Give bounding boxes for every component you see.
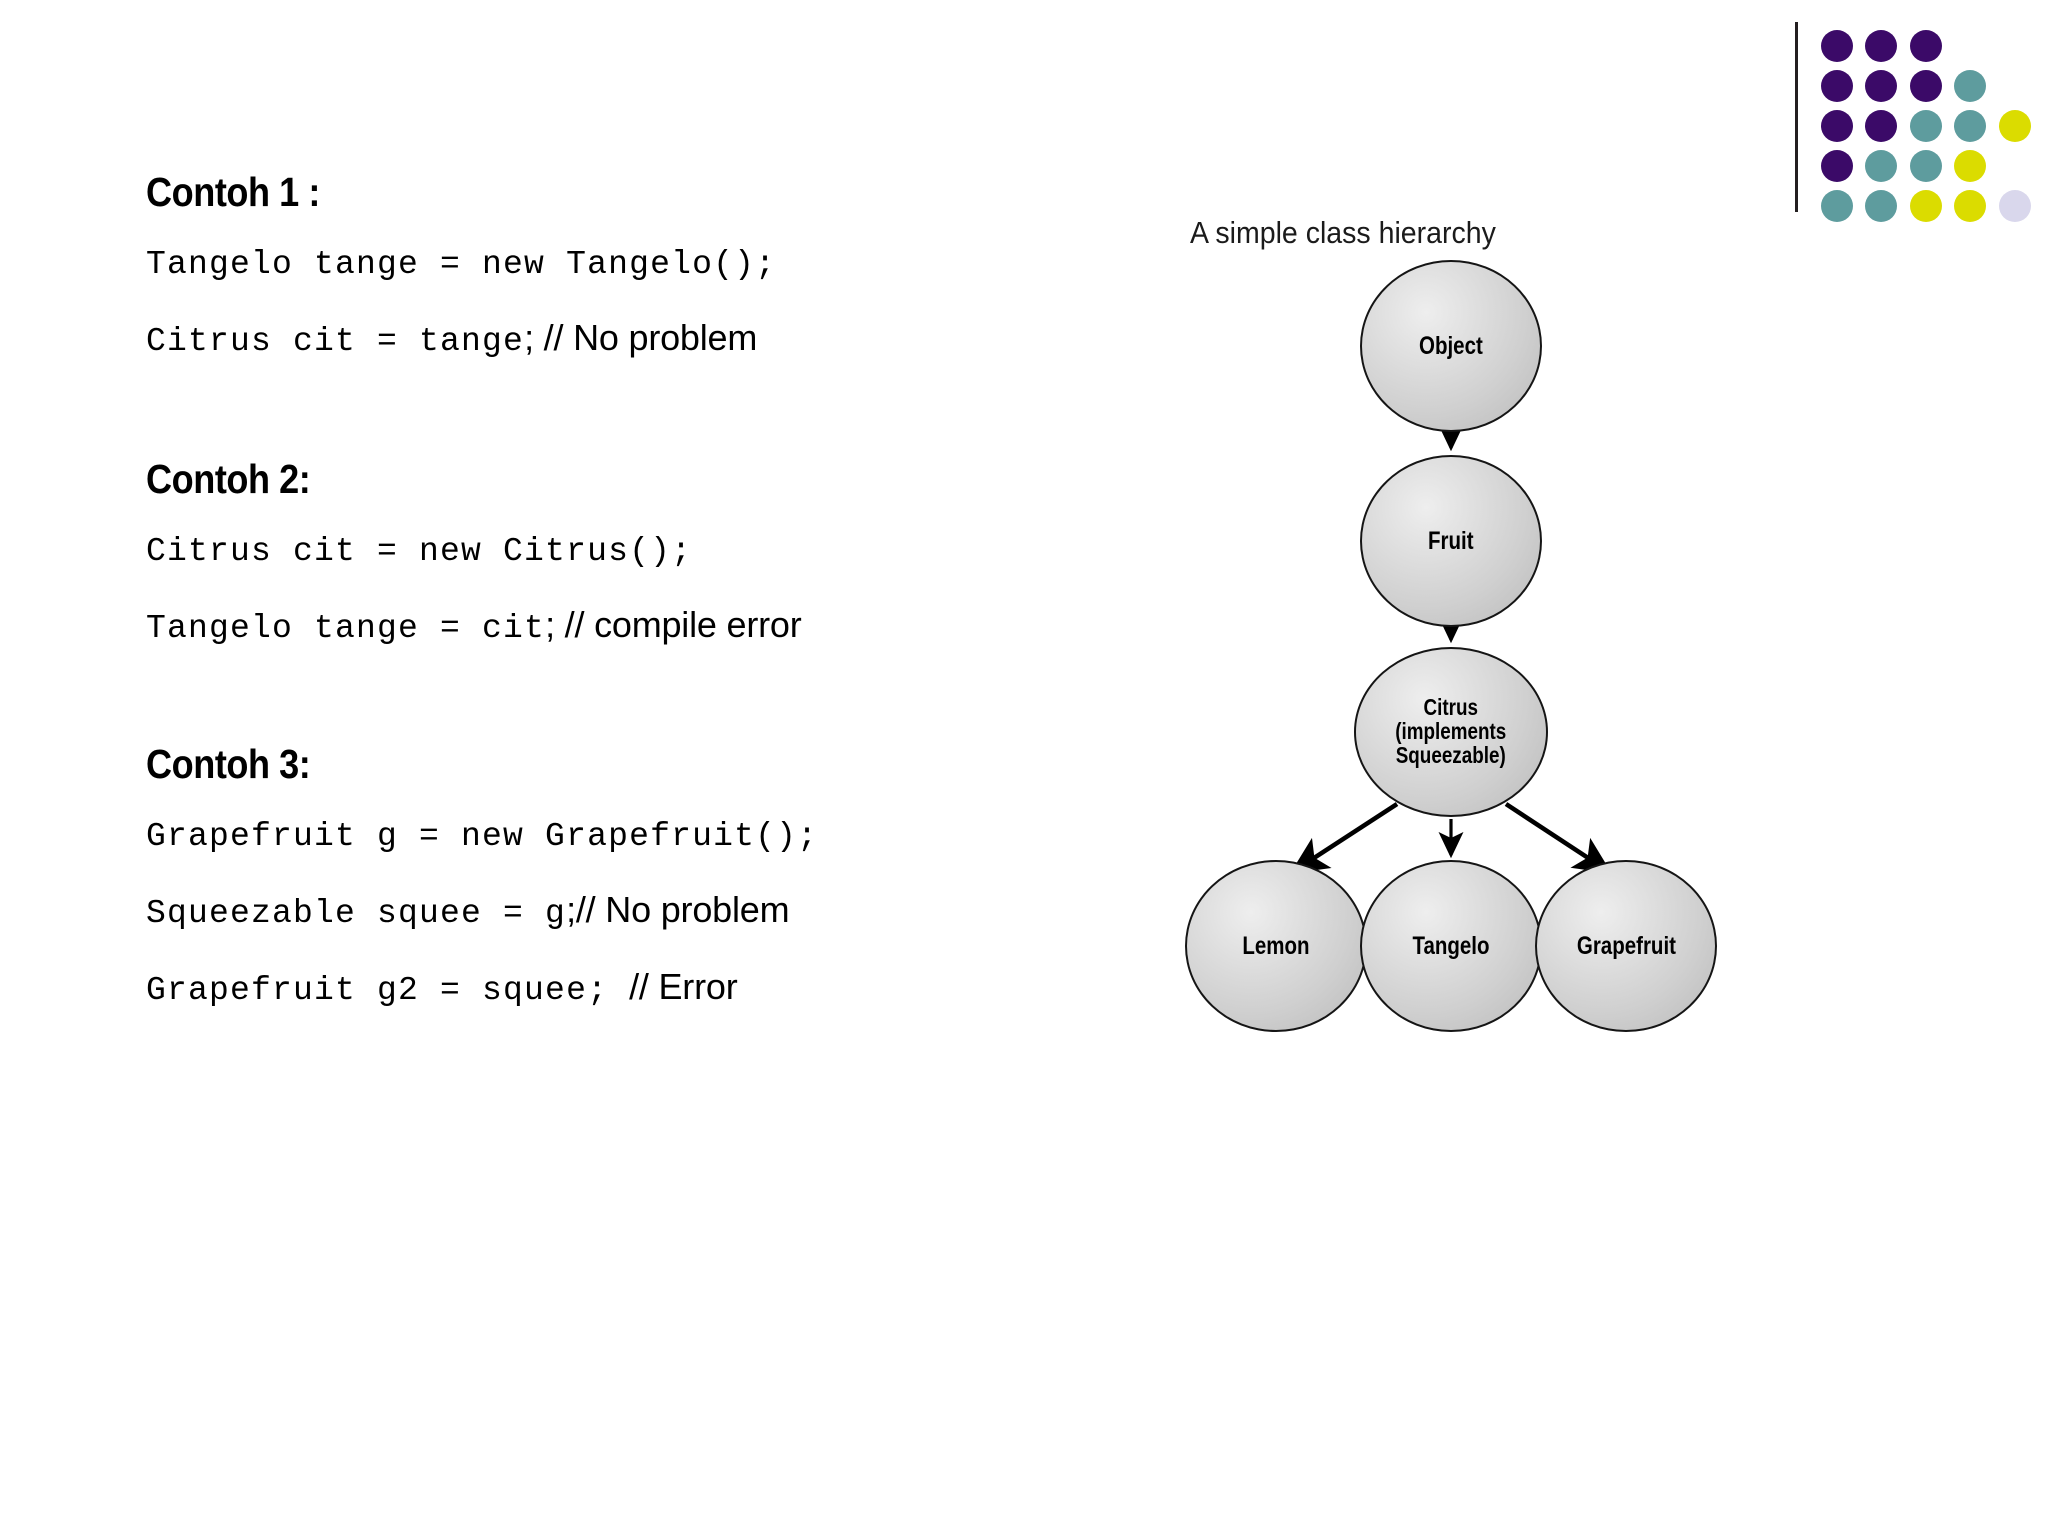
logo-dot-circle [1821,110,1853,142]
example-section-1: Contoh 1 : Tangelo tange = new Tangelo()… [146,169,906,360]
node-label: Citrus (implements Squeezable) [1395,694,1507,768]
logo-dot-circle [1999,70,2031,102]
example-1-heading: Contoh 1 : [146,169,320,215]
logo-row [1821,190,2039,230]
example-section-2: Contoh 2: Citrus cit = new Citrus(); Tan… [146,456,906,647]
logo-dot-circle [1865,190,1898,222]
logo-dot-circle [1865,30,1898,62]
diagram-node-lemon: Lemon [1185,860,1367,1032]
logo-dot-circle [1954,70,1987,102]
section-spacer [146,684,906,744]
logo-row [1821,70,2039,110]
diagram-node-tangelo: Tangelo [1360,860,1542,1032]
logo-vertical-rule [1795,22,1798,212]
logo-dot-circle [1954,30,1986,62]
class-hierarchy-diagram: A simple class hierarchy Object Fruit Ci… [1050,215,2040,1215]
logo-dot-circle [1909,150,1942,182]
logo-row [1821,30,2039,70]
code-line: Tangelo tange = cit; // compile error [146,604,906,647]
logo-dot-circle [1865,110,1898,142]
logo-dot-circle [1999,30,2031,62]
code-text: Grapefruit g2 = squee; [146,972,630,1009]
edge-citrus-lemon [1290,802,1399,874]
logo-dot-circle [1909,190,1942,222]
code-line: Citrus cit = tange; // No problem [146,317,906,360]
code-text: Tangelo tange = cit [146,610,546,647]
code-comment: ;// No problem [566,889,790,930]
code-text: Tangelo tange = new Tangelo(); [146,246,777,283]
node-label: Grapefruit [1576,932,1676,960]
logo-dot-circle [1821,150,1853,182]
diagram-node-fruit: Fruit [1360,455,1542,627]
node-label: Fruit [1428,527,1474,555]
code-comment: // Error [629,966,738,1007]
example-3-heading: Contoh 3: [146,741,311,787]
code-line: Grapefruit g = new Grapefruit(); [146,815,906,853]
code-text: Citrus cit = new Citrus(); [146,533,693,570]
diagram-title: A simple class hierarchy [1190,215,1496,250]
logo-dot-circle [1821,190,1853,222]
code-text: Citrus cit = tange [146,323,525,360]
logo-dot-circle [1909,110,1942,142]
logo-dot-circle [1999,150,2031,182]
code-text: Squeezable squee = g [146,895,567,932]
code-comment: ; // No problem [524,317,758,358]
logo-dot-circle [1998,190,2031,222]
logo-dot-grid [1821,30,2039,230]
section-spacer [146,397,906,459]
logo-dot-circle [1909,30,1942,62]
edge-citrus-grapefruit [1504,802,1612,874]
logo-dot-circle [1998,110,2031,142]
logo-row [1821,150,2039,190]
diagram-node-citrus: Citrus (implements Squeezable) [1354,647,1548,817]
example-2-heading: Contoh 2: [146,456,311,502]
logo-dot-circle [1865,70,1898,102]
code-comment: ; // compile error [545,604,802,645]
logo-dot-circle [1865,150,1898,182]
logo-dot-circle [1954,190,1987,222]
node-label: Object [1419,332,1483,360]
logo-dot-circle [1821,30,1853,62]
code-line: Citrus cit = new Citrus(); [146,530,906,568]
code-line: Grapefruit g2 = squee; // Error [146,966,906,1009]
code-line: Tangelo tange = new Tangelo(); [146,243,906,281]
diagram-node-grapefruit: Grapefruit [1535,860,1717,1032]
diagram-node-object: Object [1360,260,1542,432]
code-examples-column: Contoh 1 : Tangelo tange = new Tangelo()… [146,172,906,1046]
code-text: Grapefruit g = new Grapefruit(); [146,818,819,855]
logo-dot-circle [1954,110,1987,142]
node-label: Lemon [1242,932,1310,960]
logo-dot-circle [1909,70,1942,102]
example-section-3: Contoh 3: Grapefruit g = new Grapefruit(… [146,741,906,1009]
code-line: Squeezable squee = g;// No problem [146,889,906,932]
logo-dot-circle [1821,70,1853,102]
logo-dot-circle [1954,150,1987,182]
node-label: Tangelo [1412,932,1490,960]
brand-logo [1795,22,2045,222]
logo-row [1821,110,2039,150]
